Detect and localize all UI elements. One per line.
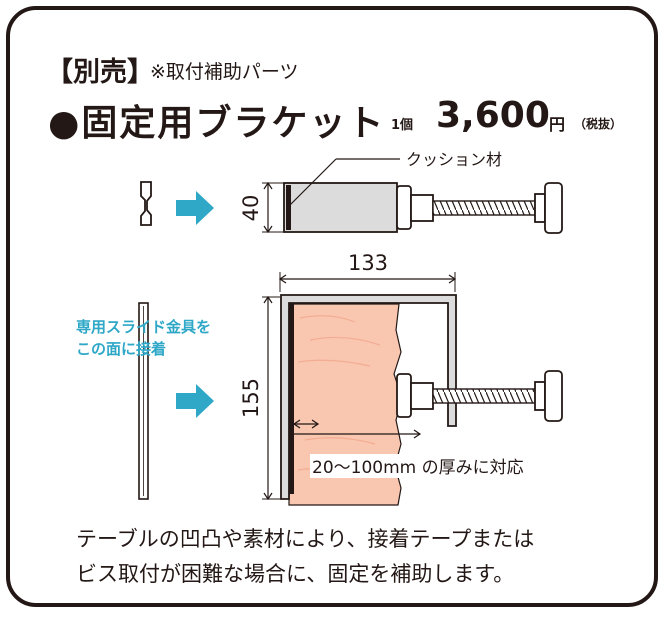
quantity-label: 1個 <box>391 118 414 133</box>
height-dimension-bottom: 155 <box>239 295 284 501</box>
slide-plate-side <box>138 302 149 500</box>
bracket-mounted-view <box>280 294 563 500</box>
arrow-icon-bottom <box>176 384 214 418</box>
price-value: 3,600 <box>436 95 550 136</box>
height-dimension-top: 40 <box>239 181 284 234</box>
description-line1: テーブルの凹凸や素材により、接着テープまたは <box>76 527 535 551</box>
width-133-label: 133 <box>348 251 388 275</box>
price-unit: 円 <box>549 115 566 134</box>
cushion-strip-bottom <box>289 304 294 494</box>
slide-note-line2: この面に接着 <box>76 340 166 358</box>
cushion-callout: クッション材 <box>289 150 502 206</box>
width-dimension: 133 <box>278 251 457 292</box>
sold-separately-tag: 【別売】 <box>46 57 154 88</box>
height-155-label: 155 <box>239 378 263 418</box>
cushion-label: クッション材 <box>406 150 502 169</box>
arrow-icon-top <box>176 191 214 225</box>
thickness-range-label: 20〜100mm の厚みに対応 <box>312 458 524 478</box>
cushion-strip-top <box>286 185 291 230</box>
product-title: ●固定用ブラケット <box>48 103 386 144</box>
tax-note: （税抜） <box>574 117 623 131</box>
description-line2: ビス取付が困難な場合に、固定を補助します。 <box>76 562 515 586</box>
accessory-subtitle: ※取付補助パーツ <box>150 61 299 83</box>
slide-part-profile-top <box>140 181 152 226</box>
height-40-label: 40 <box>239 195 263 222</box>
thickness-dimension: 20〜100mm の厚みに対応 <box>292 419 572 478</box>
bracket-top-view <box>283 182 563 234</box>
slide-note-line1: 専用スライド金具を <box>76 318 211 336</box>
